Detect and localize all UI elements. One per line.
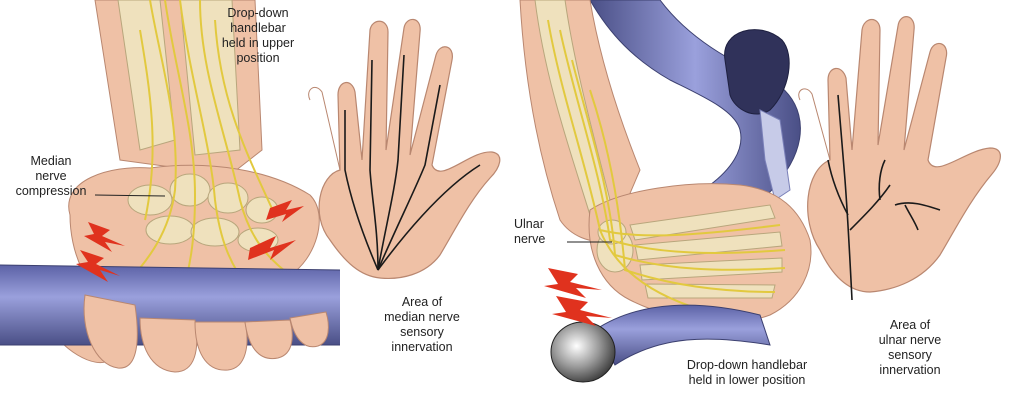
label-line: ulnar nerve bbox=[860, 333, 960, 348]
ulnar-nerve-label: Ulnar nerve bbox=[514, 217, 570, 247]
label-line: innervation bbox=[860, 363, 960, 378]
label-line: Drop-down handlebar bbox=[672, 358, 822, 373]
label-line: sensory bbox=[372, 325, 472, 340]
right-handlebar-label: Drop-down handlebar held in lower positi… bbox=[672, 358, 822, 388]
label-line: handlebar bbox=[208, 21, 308, 36]
label-line: median nerve bbox=[372, 310, 472, 325]
label-line: nerve bbox=[514, 232, 570, 247]
label-line: Drop-down bbox=[208, 6, 308, 21]
label-line: position bbox=[208, 51, 308, 66]
label-line: innervation bbox=[372, 340, 472, 355]
ulnar-area-label: Area of ulnar nerve sensory innervation bbox=[860, 318, 960, 378]
right-palm-illustration bbox=[799, 17, 1001, 300]
median-compression-label: Median nerve compression bbox=[8, 154, 94, 199]
right-wrist-illustration bbox=[520, 0, 811, 382]
label-line: nerve bbox=[8, 169, 94, 184]
label-line: sensory bbox=[860, 348, 960, 363]
label-line: held in upper bbox=[208, 36, 308, 51]
label-line: Ulnar bbox=[514, 217, 570, 232]
label-line: Area of bbox=[860, 318, 960, 333]
left-palm-illustration bbox=[309, 19, 500, 278]
median-area-label: Area of median nerve sensory innervation bbox=[372, 295, 472, 355]
label-line: compression bbox=[8, 184, 94, 199]
label-line: held in lower position bbox=[672, 373, 822, 388]
label-line: Area of bbox=[372, 295, 472, 310]
label-line: Median bbox=[8, 154, 94, 169]
left-handlebar-label: Drop-down handlebar held in upper positi… bbox=[208, 6, 308, 66]
